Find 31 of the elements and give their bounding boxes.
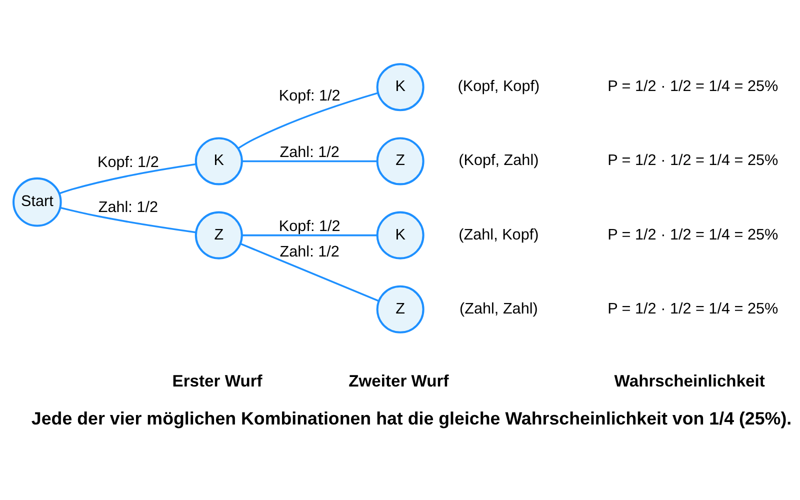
connector — [242, 234, 377, 236]
edge-label: Kopf: 1/2 — [98, 154, 159, 172]
label: Wahrscheinlichkeit — [614, 372, 765, 391]
connector — [58, 163, 196, 194]
node-circle: Start — [12, 177, 62, 227]
edge-label: Kopf: 1/2 — [278, 88, 340, 105]
node-circle: Z — [376, 137, 424, 186]
node-label: (Zahl, Kopf) — [458, 226, 539, 244]
label: P = 1/2 · 1/2 = 1/4 = 25% — [608, 152, 778, 170]
connector — [238, 92, 378, 149]
edge-label: Zahl: 1/2 — [98, 198, 158, 216]
label: P = 1/2 · 1/2 = 1/4 = 25% — [608, 226, 778, 244]
node-circle: Z — [376, 285, 424, 334]
node-label: (Kopf, Kopf) — [458, 78, 540, 96]
node-circle: Z — [194, 211, 243, 260]
node-label: (Zahl, Zahl) — [460, 300, 538, 318]
edge-label: Zahl: 1/2 — [280, 144, 340, 161]
connector — [242, 160, 377, 162]
connector — [240, 242, 379, 302]
edge-label: Zahl: 1/2 — [280, 244, 340, 261]
connector — [60, 206, 196, 234]
node-circle: K — [376, 63, 424, 112]
label: P = 1/2 · 1/2 = 1/4 = 25% — [608, 78, 778, 96]
caption: Jede der vier möglichen Kombinationen hat die gleiche Wahrscheinlichkeit von 1/4 (25%). — [31, 408, 792, 429]
edge-label: Kopf: 1/2 — [278, 218, 340, 235]
node-circle: K — [376, 211, 424, 260]
node-label: (Kopf, Zahl) — [458, 152, 539, 170]
label: P = 1/2 · 1/2 = 1/4 = 25% — [608, 300, 778, 318]
label: Erster Wurf — [172, 372, 262, 391]
label: Zweiter Wurf — [348, 372, 449, 391]
node-circle: K — [194, 137, 243, 186]
